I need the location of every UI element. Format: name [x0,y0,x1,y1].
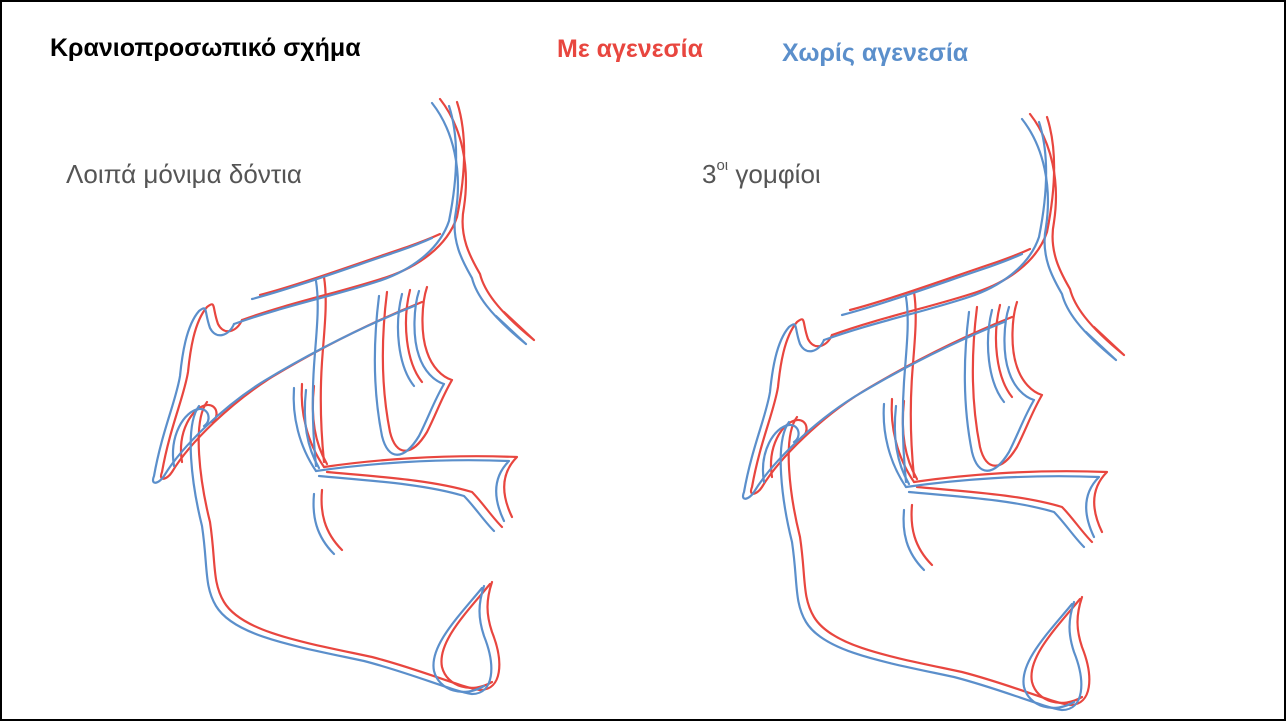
left-tracing-with-agenesis [161,99,534,690]
left-blue-trace [153,103,526,694]
left-red-trace [161,99,534,690]
right-tracing-with-agenesis [751,114,1124,705]
left-tracing-without-agenesis [153,103,526,694]
right-red-trace [751,114,1124,705]
